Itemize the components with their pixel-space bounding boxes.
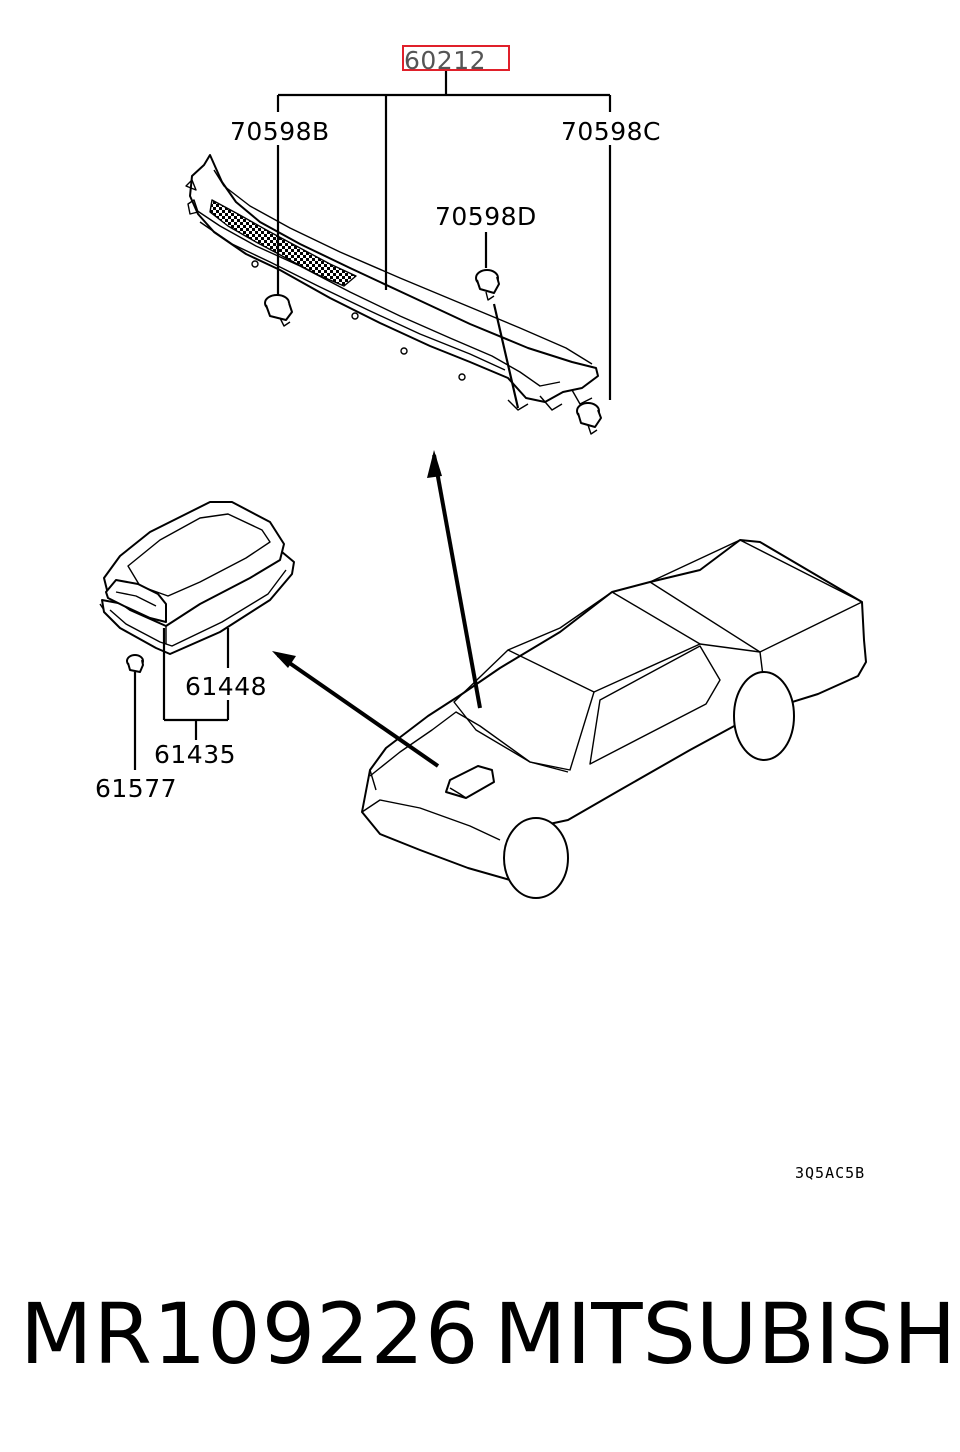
arrow-to-cowl	[432, 454, 482, 709]
brand-name: MITSUBISHI	[494, 1285, 960, 1383]
pickup-truck	[361, 539, 867, 899]
clip-61577-part	[126, 654, 144, 673]
cowl-top-panel	[185, 154, 599, 411]
arrow-to-scoop	[276, 653, 440, 768]
label-61577: 61577	[95, 774, 177, 803]
arrows	[272, 450, 482, 768]
label-70598c: 70598C	[561, 117, 661, 146]
label-61435: 61435	[154, 740, 236, 769]
callout-bracket-61435	[133, 628, 230, 770]
part-number: MR109226	[20, 1285, 480, 1383]
callout-bracket-60212	[276, 70, 612, 409]
label-60212: 60212	[404, 46, 486, 75]
label-61448: 61448	[185, 672, 267, 701]
clip-70598d-part	[475, 269, 500, 301]
footer: MR109226 MITSUBISHI	[0, 1285, 960, 1395]
label-70598d: 70598D	[435, 202, 537, 231]
hood-scoop	[99, 501, 295, 655]
highlight-box	[402, 45, 510, 71]
clip-70598b-part	[264, 294, 293, 327]
figure-code: 3Q5AC5B	[795, 1164, 865, 1182]
label-70598b: 70598B	[230, 117, 330, 146]
clip-70598c-part	[576, 402, 602, 435]
